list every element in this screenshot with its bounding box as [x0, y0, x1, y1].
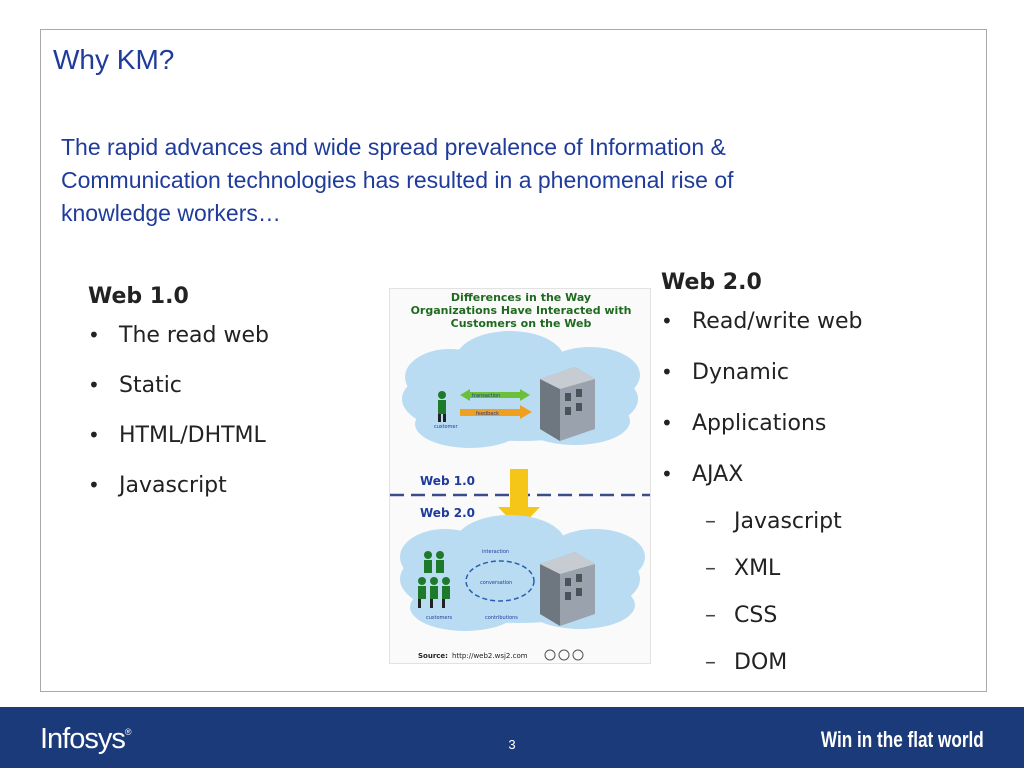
contributions-label: contributions	[485, 615, 518, 621]
tagline: Win in the flat world	[821, 727, 984, 752]
building-icon	[540, 552, 595, 626]
web-evolution-diagram: Differences in the Way Organizations Hav…	[389, 288, 651, 664]
logo-text: Infosys	[40, 723, 126, 755]
page-number: 3	[508, 737, 516, 752]
list-item: • Dynamic	[661, 360, 863, 411]
sub-list-item-label: DOM	[734, 650, 788, 675]
web2-label: Web 2.0	[420, 506, 475, 520]
registered-mark: ®	[124, 727, 132, 737]
intro-text: The rapid advances and wide spread preva…	[61, 134, 734, 226]
transaction-arrow	[460, 389, 530, 401]
sub-list-item-label: CSS	[734, 603, 778, 628]
web1-heading: Web 1.0	[88, 284, 189, 309]
dash-icon: –	[705, 556, 716, 581]
list-item: • The read web	[88, 323, 269, 373]
customer-label: customer	[434, 424, 458, 430]
bullet-icon: •	[88, 373, 100, 397]
feedback-label: feedback	[476, 411, 499, 417]
web2-column: Web 2.0 • Read/write web • Dynamic • Applic…	[661, 270, 863, 697]
web1-cloud	[402, 331, 640, 448]
dash-icon: –	[705, 509, 716, 534]
cycle-arrow-icon	[465, 560, 535, 602]
list-item-label: HTML/DHTML	[119, 423, 266, 448]
dash-icon: –	[705, 650, 716, 675]
list-item-label: Read/write web	[692, 309, 863, 334]
conversation-label: conversation	[480, 580, 512, 586]
bullet-icon: •	[661, 309, 673, 333]
list-item-label: Javascript	[119, 473, 227, 498]
list-item-label: Dynamic	[692, 360, 790, 385]
list-item-label: Static	[119, 373, 182, 398]
footer-bar: Infosys® 3 Win in the flat world	[0, 707, 1024, 768]
bullet-icon: •	[661, 360, 673, 384]
list-item-label: AJAX	[692, 462, 744, 487]
sub-list-item: –CSS	[705, 603, 863, 650]
customers-label: customers	[426, 615, 453, 621]
dash-icon: –	[705, 603, 716, 628]
bullet-icon: •	[661, 462, 673, 486]
license-badge-icon	[544, 649, 584, 661]
web1-label: Web 1.0	[420, 474, 475, 488]
infosys-logo: Infosys®	[40, 723, 131, 756]
list-item-label: Applications	[692, 411, 827, 436]
bullet-icon: •	[88, 423, 100, 447]
building-icon	[540, 367, 595, 441]
web1-list: • The read web • Static • HTML/DHTML • Javas…	[88, 323, 269, 523]
sub-list-item: –DOM	[705, 650, 863, 697]
customers-icon	[418, 551, 450, 608]
slide-title: Why KM?	[53, 44, 175, 75]
transaction-label: transaction	[472, 393, 500, 399]
bullet-icon: •	[88, 323, 100, 347]
bullet-icon: •	[88, 473, 100, 497]
interaction-label: interaction	[482, 549, 509, 555]
sub-list-item: –Javascript	[705, 509, 863, 556]
source-url: http://web2.wsj2.com	[452, 652, 528, 660]
web2-heading: Web 2.0	[661, 270, 762, 295]
bullet-icon: •	[661, 411, 673, 435]
list-item: • Read/write web	[661, 309, 863, 360]
list-item: • HTML/DHTML	[88, 423, 269, 473]
list-item: • Static	[88, 373, 269, 423]
sub-list-item: –XML	[705, 556, 863, 603]
diagram-graphic: customer transaction feedback Web 1.0 We…	[390, 331, 650, 661]
sub-list-item-label: Javascript	[734, 509, 842, 534]
list-item-label: The read web	[119, 323, 269, 348]
source-prefix: Source:	[418, 652, 448, 660]
customer-icon	[438, 391, 446, 422]
web2-list: • Read/write web • Dynamic • Applications •…	[661, 309, 863, 513]
diagram-title: Differences in the Way Organizations Hav…	[410, 291, 632, 330]
list-item: • Applications	[661, 411, 863, 462]
list-item: • AJAX	[661, 462, 863, 513]
ajax-sub-list: –Javascript –XML –CSS –DOM	[705, 509, 863, 697]
list-item: • Javascript	[88, 473, 269, 523]
sub-list-item-label: XML	[734, 556, 781, 581]
web1-column: Web 1.0 • The read web • Static • HTML/DHTM…	[88, 284, 269, 523]
feedback-arrow	[460, 405, 532, 419]
